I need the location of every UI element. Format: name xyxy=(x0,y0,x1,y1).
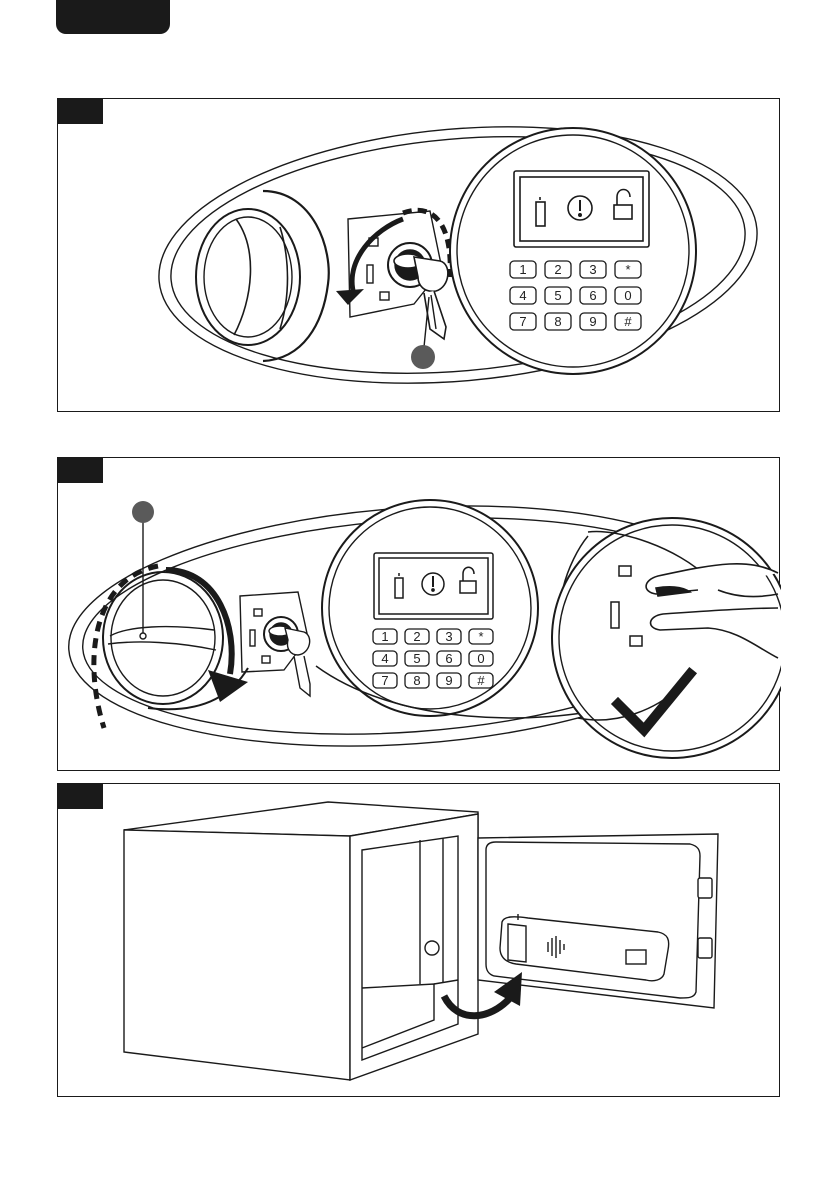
keypad-key-label: 4 xyxy=(519,288,526,303)
keypad-key-label: 3 xyxy=(445,629,452,644)
keypad-key-label: # xyxy=(624,314,632,329)
keypad-key-label: 9 xyxy=(445,673,452,688)
keypad-key-label: 9 xyxy=(589,314,596,329)
keypad-key-label: 5 xyxy=(413,651,420,666)
safe-side xyxy=(124,830,350,1080)
section-tab xyxy=(56,0,170,34)
callout-marker-1 xyxy=(411,345,435,369)
step-3-illustration xyxy=(58,784,781,1098)
zoom-lens xyxy=(450,128,696,374)
keypad-key-label: 5 xyxy=(554,288,561,303)
door-bolt-bottom xyxy=(698,938,712,958)
keypad-key-label: 6 xyxy=(589,288,596,303)
keypad-key-label: 2 xyxy=(554,262,561,277)
keypad-key-label: * xyxy=(478,629,483,644)
zoom-lens xyxy=(322,500,538,716)
keypad-key-label: 6 xyxy=(445,651,452,666)
keypad-key-label: * xyxy=(625,262,630,277)
step-1-illustration: 1 2 3 * 4 5 6 0 7 8 9 # xyxy=(58,99,781,413)
handle-knob xyxy=(103,572,223,704)
keypad-key-label: 8 xyxy=(554,314,561,329)
keypad-key-label: 3 xyxy=(589,262,596,277)
door-bolt-top xyxy=(698,878,712,898)
keypad-key-label: 7 xyxy=(381,673,388,688)
keypad-key-label: 0 xyxy=(477,651,484,666)
step-panel-1: 1 2 3 * 4 5 6 0 7 8 9 # xyxy=(57,98,780,412)
keypad-key-label: 1 xyxy=(381,629,388,644)
keypad-key-label: 7 xyxy=(519,314,526,329)
step-panel-2: 1 2 3 * 4 5 6 0 7 8 9 # xyxy=(57,457,780,771)
keypad-key-label: 4 xyxy=(381,651,388,666)
handle-knob xyxy=(196,209,300,345)
keypad-key-label: 1 xyxy=(519,262,526,277)
keypad-key-label: 0 xyxy=(624,288,631,303)
hinge-pin xyxy=(425,941,439,955)
step-panel-3 xyxy=(57,783,780,1097)
step-2-illustration: 1 2 3 * 4 5 6 0 7 8 9 # xyxy=(58,458,781,772)
keypad-key-label: # xyxy=(477,673,485,688)
callout-marker-2 xyxy=(132,501,154,523)
keypad-key-label: 8 xyxy=(413,673,420,688)
keypad-key-label: 2 xyxy=(413,629,420,644)
key-icon xyxy=(264,617,310,696)
